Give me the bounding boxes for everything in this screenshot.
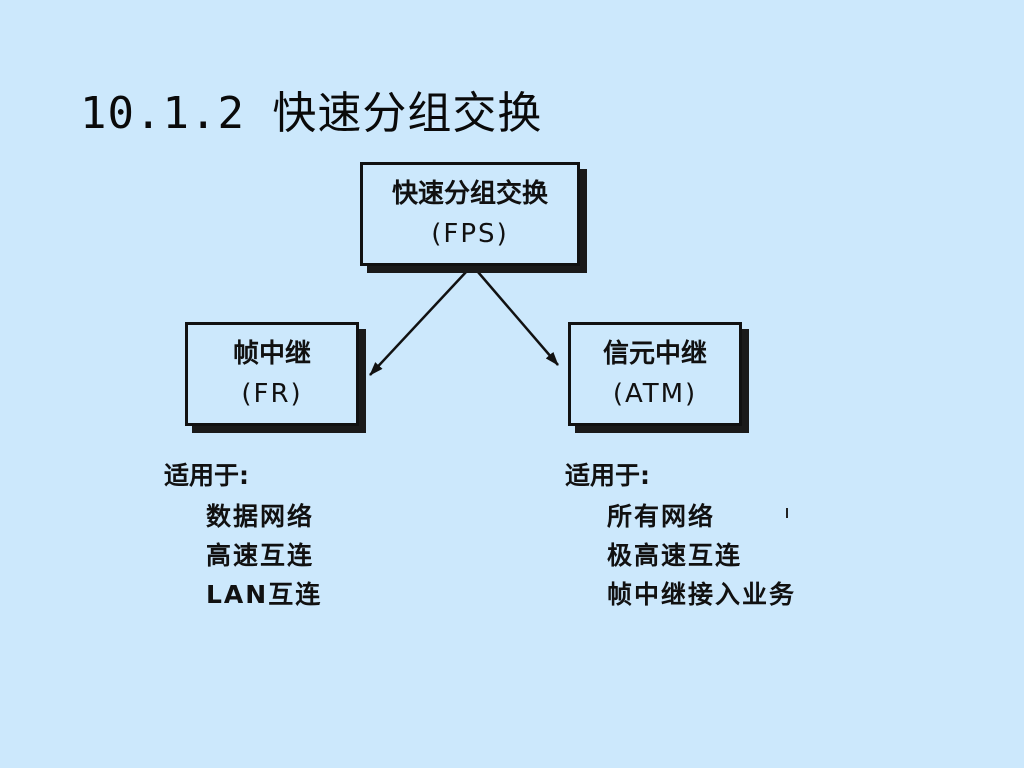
arrow-to-fr xyxy=(369,271,467,376)
node-atm-abbr: (ATM) xyxy=(612,379,698,409)
scan-artifact-mark xyxy=(786,508,788,518)
node-fast-packet-switching: 快速分组交换 (FPS) xyxy=(360,162,580,266)
atm-uses-heading: 适用于: xyxy=(565,461,650,490)
fr-uses-heading: 适用于: xyxy=(164,461,249,490)
atm-uses-list: 所有网络 极高速互连 帧中继接入业务 xyxy=(607,497,796,614)
atm-applications: 适用于: 所有网络 极高速互连 帧中继接入业务 xyxy=(565,456,796,614)
arrow-to-atm xyxy=(477,271,559,366)
list-item: 所有网络 xyxy=(607,502,716,531)
node-fps-abbr: (FPS) xyxy=(431,219,509,249)
list-item: 数据网络 xyxy=(206,502,315,531)
node-cell-relay: 信元中继 (ATM) xyxy=(568,322,742,426)
list-item: LAN互连 xyxy=(206,580,323,609)
node-fr-abbr: (FR) xyxy=(241,379,303,409)
node-fr-name: 帧中继 xyxy=(232,339,311,369)
fr-uses-list: 数据网络 高速互连 LAN互连 xyxy=(206,497,322,614)
node-fps-name: 快速分组交换 xyxy=(391,179,548,209)
list-item: 高速互连 xyxy=(206,541,315,570)
node-frame-relay: 帧中继 (FR) xyxy=(185,322,359,426)
list-item: 极高速互连 xyxy=(607,541,743,570)
fr-applications: 适用于: 数据网络 高速互连 LAN互连 xyxy=(164,456,322,614)
slide-title: 10.1.2 快速分组交换 xyxy=(80,88,543,139)
list-item: 帧中继接入业务 xyxy=(607,580,797,609)
node-atm-name: 信元中继 xyxy=(602,339,707,369)
